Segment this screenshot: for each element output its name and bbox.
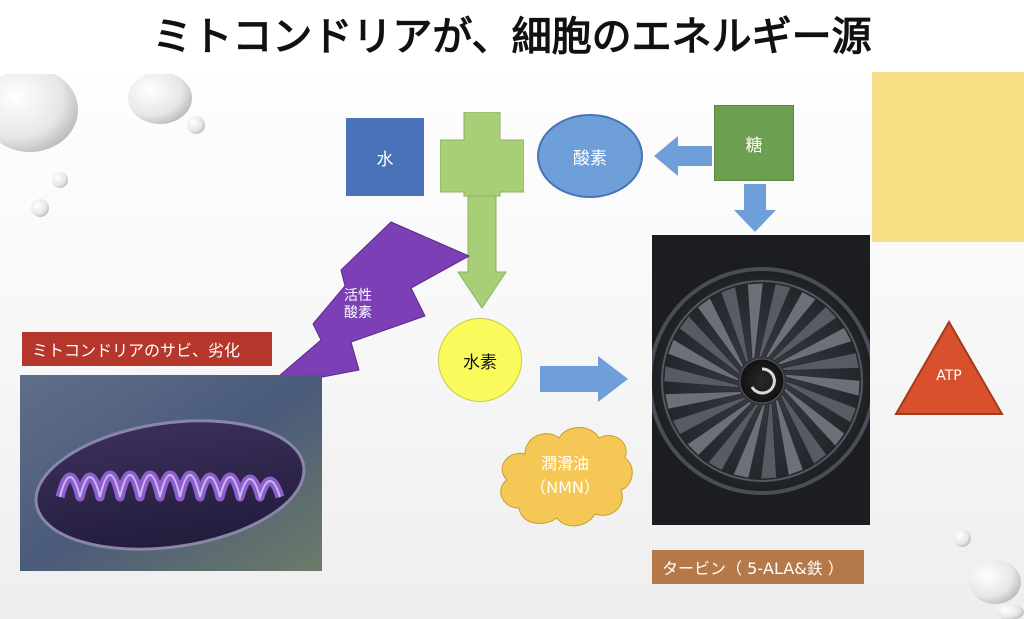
turbine-blade [686,401,753,456]
turbine-blade [667,338,739,382]
triangle-shape-icon [894,320,1004,415]
turbine-blade [785,380,857,424]
arrow-down-blue-icon [734,184,776,232]
water-drops-decoration [0,70,205,217]
turbine-blade [784,373,861,397]
water-drops-decoration-bottom [953,529,1024,619]
turbine-blade [783,387,846,447]
turbine-blade [781,352,860,371]
turbine-blade [780,393,828,465]
turbine-blades [663,282,861,480]
turbine-blade [747,282,764,360]
lubricant-line2: （NMN） [530,478,600,497]
water-drop-icon [953,529,971,547]
atp-triangle [894,320,1004,415]
turbine-blade [758,283,792,358]
turbine-blade [678,315,741,375]
turbine-blade [764,291,817,359]
slide-title: ミトコンドリアが、細胞のエネルギー源 [0,0,1024,74]
arrow-right-icon [540,356,628,402]
oxygen-ellipse: 酸素 [537,114,643,198]
yellow-rectangle [872,72,1024,242]
arrow-left-icon [654,136,712,176]
water-drop-icon [31,199,49,217]
turbine-blade [777,327,853,366]
water-drop-icon [52,172,68,188]
water-drop-icon [128,72,192,124]
turbine-blade [771,306,838,361]
turbine-label: タービン（ 5-ALA&鉄 ） [652,550,864,584]
turbine-blade [663,365,740,389]
mitochondria-image [20,375,322,571]
turbine-blade [671,396,747,435]
active-oxygen-line2: 酸素 [344,305,372,321]
hydrogen-circle: 水素 [438,318,522,402]
turbine-blade [760,402,777,480]
active-oxygen-line1: 活性 [344,288,372,304]
arrow-down-icon [457,195,507,309]
turbine-blade [664,391,743,410]
active-oxygen-label: 活性 酸素 [344,288,372,322]
turbine-blade [774,398,804,476]
plus-shape-icon [440,112,524,197]
lubricant-label: 潤滑油 （NMN） [495,452,635,500]
sugar-box: 糖 [714,105,794,181]
jet-turbine-image [652,235,870,525]
turbine-blade [720,286,750,364]
water-box: 水 [346,118,424,196]
lubricant-line1: 潤滑油 [540,454,589,473]
plus-arrow-shape [440,112,524,309]
turbine-blade [732,404,766,479]
atp-label: ATP [936,368,962,384]
mitochondria-rust-label: ミトコンドリアのサビ、劣化 [22,332,272,366]
water-drop-icon [969,560,1021,604]
turbine-blade [707,403,760,471]
water-drop-icon [0,70,78,152]
water-drop-icon [996,604,1024,619]
water-drop-icon [187,116,205,134]
turbine-blade [696,297,744,369]
cloud-shape-icon [500,427,633,527]
